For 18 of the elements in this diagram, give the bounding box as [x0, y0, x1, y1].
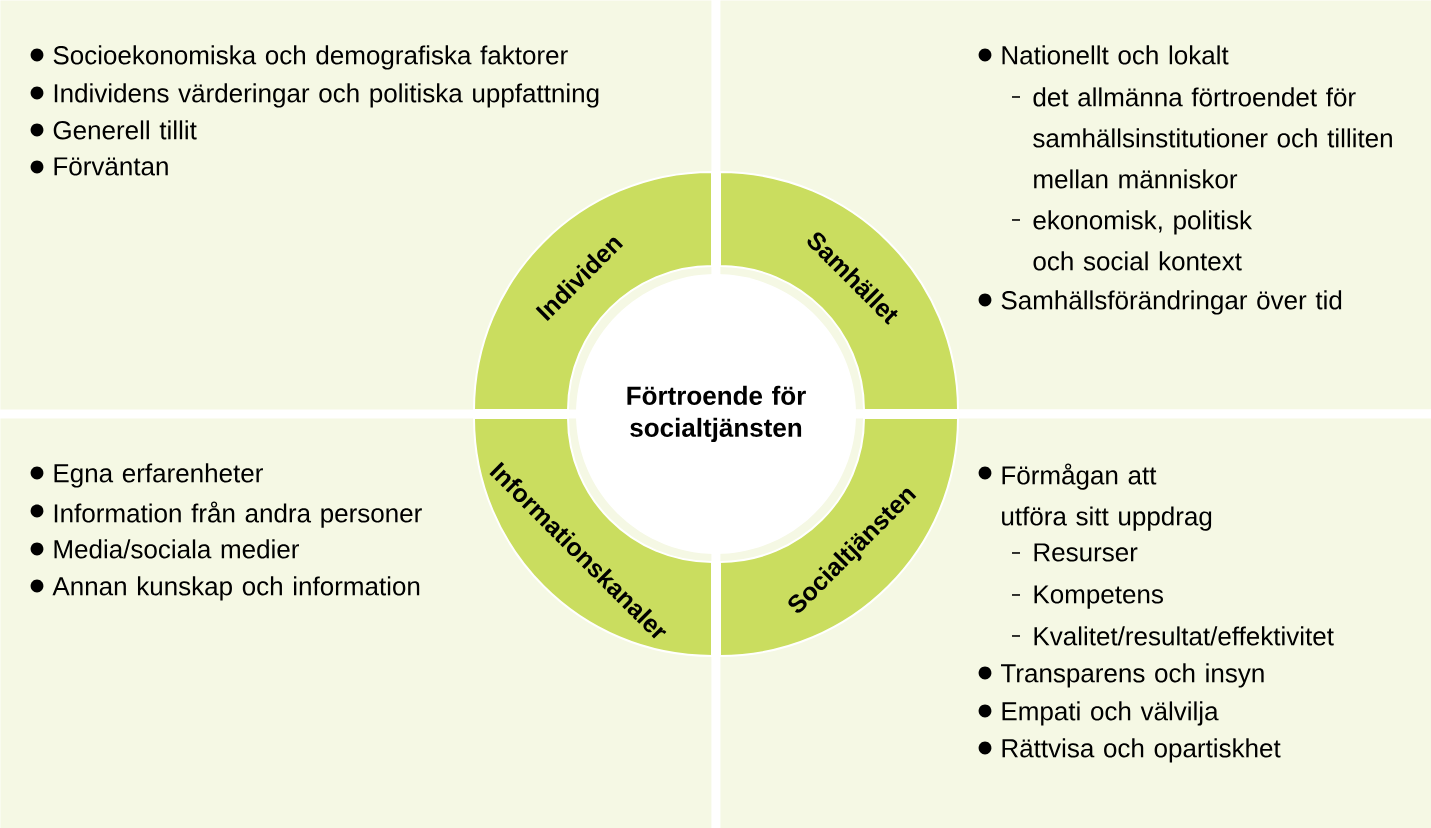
- list-item: Resurser: [1034, 543, 1138, 562]
- list-item: Nationellt och lokalt: [1002, 45, 1229, 65]
- list-item: Socioekonomiska och demografiska faktorer: [53, 45, 568, 70]
- list-item: Individens värderingar och politiska uppfattning: [54, 83, 599, 108]
- list-item: Annan kunskap och information: [52, 576, 420, 601]
- list-item: Empati och välvilja: [1002, 701, 1219, 726]
- list-item: Media/sociala medier: [54, 539, 299, 559]
- list-item: Rättvisa och opartiskhet: [1002, 738, 1281, 763]
- list-item: Samhällsförändringar över tid: [1001, 290, 1342, 315]
- list-item: Förväntan: [54, 157, 168, 176]
- list-item: Förmågan att utföra sitt uppdrag: [1002, 463, 1212, 531]
- list-item: Information från andra personer: [54, 501, 422, 528]
- list-item: Transparens och insyn: [1001, 663, 1264, 688]
- list-item: Kvalitet/resultat/effektivitet: [1034, 626, 1334, 646]
- list-item: ekonomisk, politisk och social kontext: [1033, 210, 1253, 271]
- list-item: Generell tillit: [53, 120, 197, 140]
- list-item: Egna erfarenheter: [54, 463, 263, 488]
- list-item: Kompetens: [1034, 585, 1163, 609]
